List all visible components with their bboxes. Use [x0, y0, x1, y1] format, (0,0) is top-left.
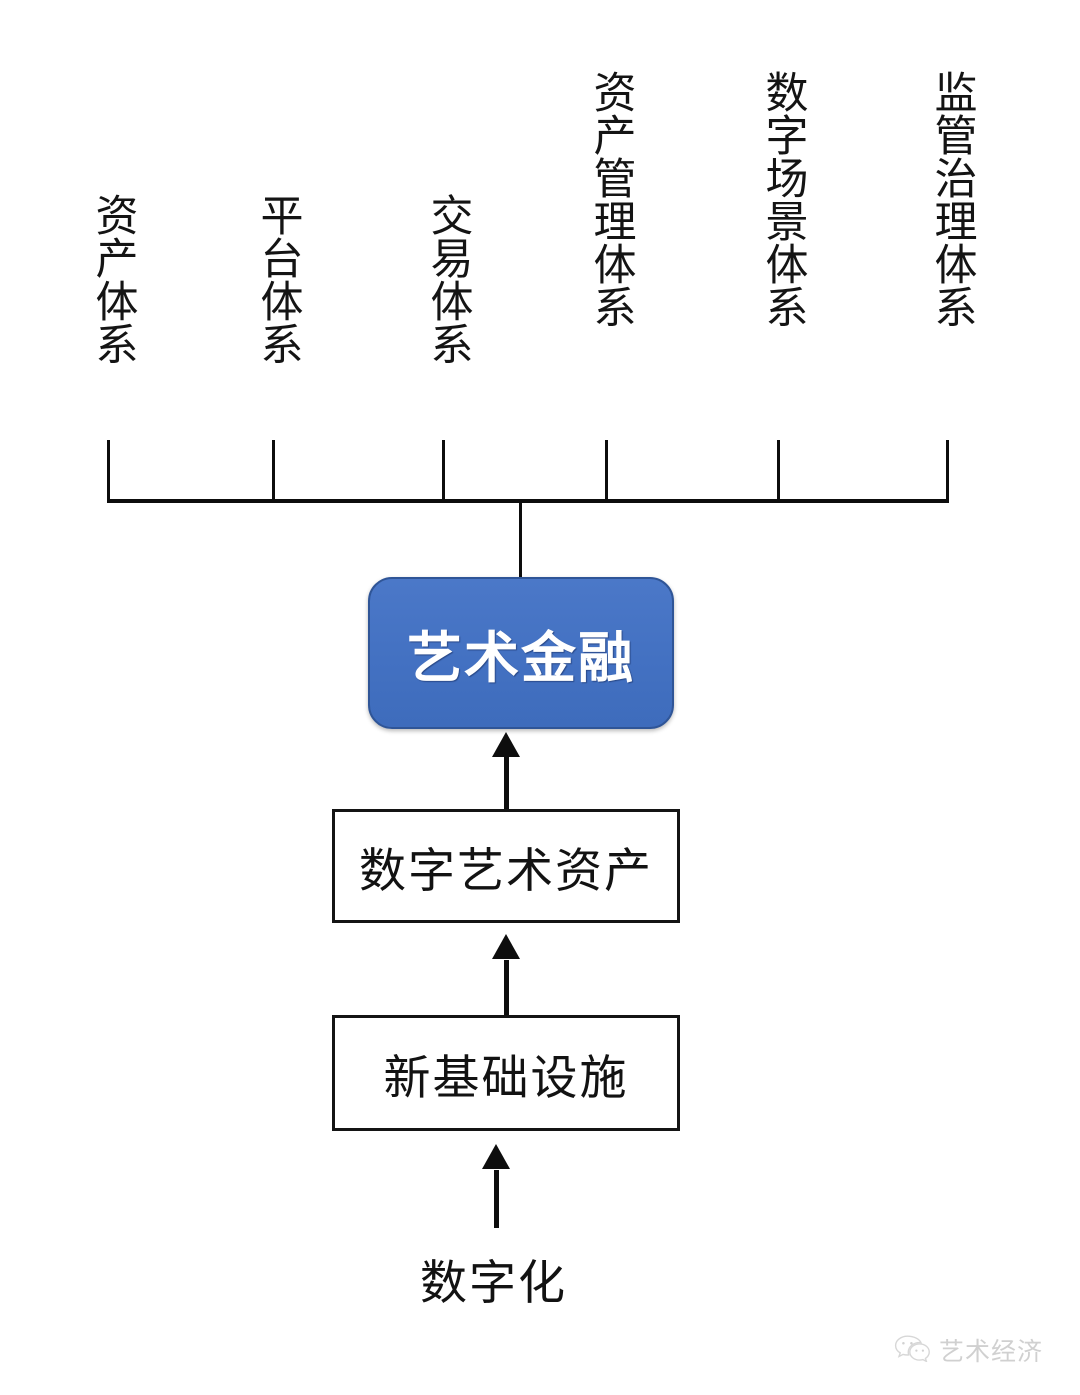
- arrow-shaft-digitalization-to-infra: [494, 1170, 499, 1228]
- arrow-head-digitalization-to-infra: [482, 1144, 510, 1169]
- pillar-label-1: 平台体系: [254, 193, 301, 365]
- arrow-head-infra-to-assets: [492, 934, 520, 959]
- pillar-label-2: 交易体系: [424, 193, 471, 365]
- pillar-label-3: 资产管理体系: [587, 70, 634, 328]
- node-new-infrastructure[interactable]: 新基础设施: [332, 1015, 680, 1131]
- pillar-label-5: 监管治理体系: [928, 70, 975, 328]
- pillar-stem-3: [605, 440, 608, 502]
- bus-to-blue-node-connector: [519, 499, 522, 579]
- arrow-shaft-assets-to-finance: [504, 757, 509, 809]
- pillar-stem-4: [777, 440, 780, 502]
- pillar-stem-1: [272, 440, 275, 502]
- arrow-head-assets-to-finance: [492, 732, 520, 757]
- node-digitalization: 数字化: [420, 1258, 567, 1310]
- pillar-label-0: 资产体系: [89, 193, 136, 365]
- node-digital-art-assets-label: 数字艺术资产: [359, 845, 653, 898]
- node-digital-art-assets[interactable]: 数字艺术资产: [332, 809, 680, 923]
- node-art-finance-label: 艺术金融: [406, 628, 635, 689]
- watermark-account-name: 艺术经济: [939, 1339, 1044, 1366]
- watermark: 艺术经济: [893, 1332, 1043, 1368]
- pillar-stem-5: [946, 440, 949, 502]
- node-art-finance[interactable]: 艺术金融: [368, 577, 674, 729]
- pillar-stem-0: [107, 440, 110, 502]
- node-new-infrastructure-label: 新基础设施: [383, 1052, 629, 1105]
- arrow-shaft-infra-to-assets: [504, 960, 509, 1016]
- pillar-stem-2: [442, 440, 445, 502]
- horizontal-bus-line: [107, 499, 949, 503]
- pillar-label-4: 数字场景体系: [759, 70, 806, 328]
- wechat-icon: [893, 1334, 931, 1367]
